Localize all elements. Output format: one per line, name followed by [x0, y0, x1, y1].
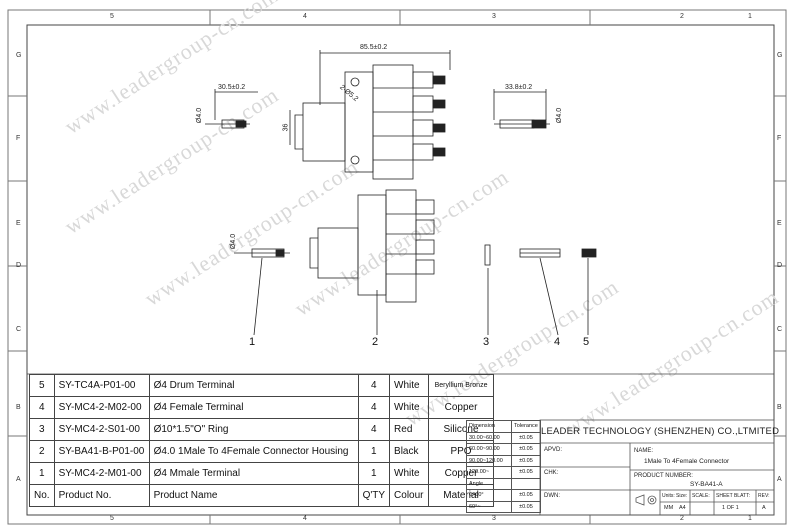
size-label: Size:: [676, 493, 688, 499]
callout-5: 5: [583, 336, 590, 348]
grid-bottom-3: 3: [492, 515, 496, 522]
apvd-label: APVD:: [544, 447, 563, 453]
scale-label: SCALE:: [692, 493, 710, 499]
sheet-label: SHEET BLATT:: [716, 493, 750, 499]
tolerance-table: Dimension Tolerance 30.00~60.00±0.05 60.…: [466, 420, 541, 513]
table-row: 60.00~90.00±0.05: [466, 443, 541, 456]
bom-table: 5 SY-TC4A-P01-00 Ø4 Drum Terminal 4 Whit…: [29, 374, 495, 507]
grid-bottom-4: 4: [303, 515, 307, 522]
dwn-label: DWN:: [544, 493, 560, 499]
callout-4: 4: [554, 336, 561, 348]
callout-1: 1: [249, 336, 256, 348]
grid-side-d: D: [16, 262, 22, 269]
grid-top-3: 3: [492, 13, 496, 20]
dim-left-terminal: 30.5±0.2: [218, 84, 246, 91]
units-value: MM: [664, 505, 674, 511]
grid-side-g: G: [16, 52, 22, 59]
chk-label: CHK:: [544, 470, 559, 476]
grid-bottom-1: 1: [748, 515, 752, 522]
grid-side-f-right: F: [777, 135, 782, 142]
callout-2: 2: [372, 336, 379, 348]
grid-side-b: B: [16, 404, 21, 411]
sheet-value: 1 OF 1: [722, 505, 739, 511]
table-row: 1 SY-MC4-2-M01-00 Ø4 Mmale Terminal 1 Wh…: [29, 462, 495, 485]
table-row: 4 SY-MC4-2-M02-00 Ø4 Female Terminal 4 W…: [29, 396, 495, 419]
grid-side-f: F: [16, 135, 21, 142]
table-row: 2 SY-BA41-B-P01-00 Ø4.0 1Male To 4Female…: [29, 440, 495, 463]
units-label: Units:: [662, 493, 675, 499]
grid-top-4: 4: [303, 13, 307, 20]
grid-side-a-right: A: [777, 476, 782, 483]
dim-overall-width: 85.5±0.2: [360, 44, 388, 51]
grid-bottom-2: 2: [680, 515, 684, 522]
callout-3: 3: [483, 336, 490, 348]
grid-side-d-right: D: [777, 262, 783, 269]
bom-header-no: No.: [29, 484, 55, 507]
grid-top-2: 2: [680, 13, 684, 20]
drawing-name: 1Male To 4Female Connector: [644, 458, 730, 465]
company-name: LEADER TECHNOLOGY (SHENZHEN) CO.,LTMITED: [541, 426, 780, 437]
bom-header-row: No. Product No. Product Name Q'TY Colour…: [29, 484, 495, 507]
rev-value: A: [762, 505, 766, 511]
grid-top-5: 5: [110, 13, 114, 20]
grid-side-g-right: G: [777, 52, 783, 59]
grid-side-c-right: C: [777, 326, 783, 333]
product-number: SY-BA41-A: [690, 481, 723, 488]
product-number-label: PRODUCT NUMBER:: [634, 473, 693, 479]
grid-side-b-right: B: [777, 404, 782, 411]
size-value: A4: [679, 505, 686, 511]
grid-bottom-5: 5: [110, 515, 114, 522]
tol-cell: 60°~: [466, 500, 512, 513]
grid-side-c: C: [16, 326, 22, 333]
grid-side-e-right: E: [777, 220, 782, 227]
grid-top-1: 1: [748, 13, 752, 20]
rev-label: REV:: [758, 493, 770, 499]
grid-side-e: E: [16, 220, 21, 227]
name-label: NAME:: [634, 448, 654, 454]
dim-right-terminal: 33.8±0.2: [505, 84, 533, 91]
bom-header-qty: Q'TY: [357, 484, 391, 507]
table-row: 5 SY-TC4A-P01-00 Ø4 Drum Terminal 4 Whit…: [29, 374, 495, 397]
grid-side-a: A: [16, 476, 21, 483]
